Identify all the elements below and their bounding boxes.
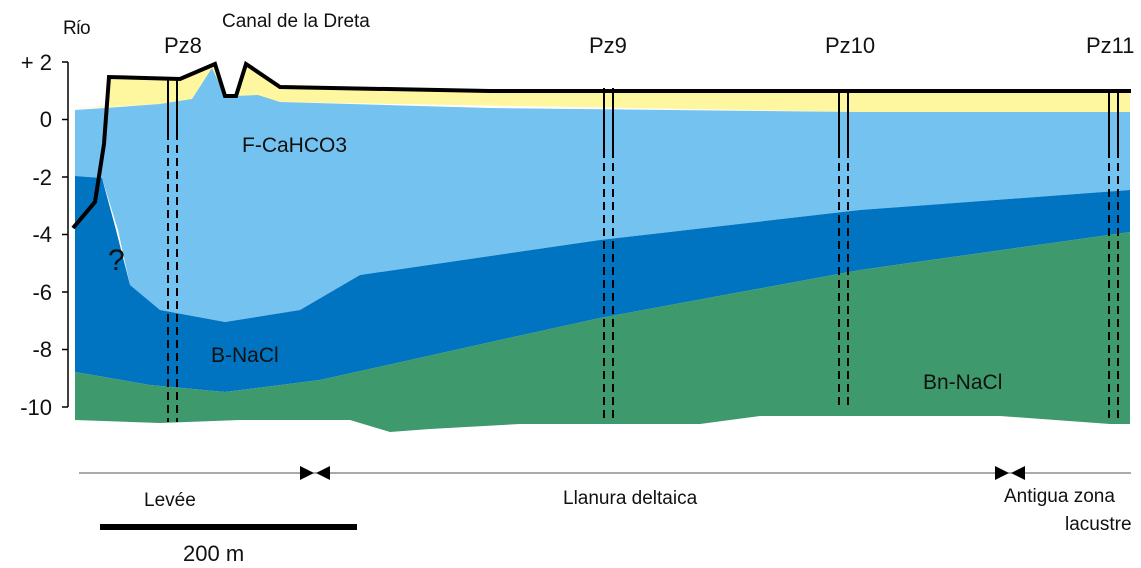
- well-label-pz11: Pz11: [1086, 33, 1135, 58]
- layer-b-nacl: [75, 176, 1130, 392]
- y-tick-label: 0: [40, 107, 52, 132]
- well-label-pz8: Pz8: [164, 33, 202, 58]
- y-tick-label: -2: [32, 165, 52, 190]
- y-tick-label: -10: [20, 395, 52, 420]
- y-tick-label: + 2: [21, 50, 52, 75]
- layer-f-cahco3: [75, 68, 1130, 322]
- unit-label-b-nacl: B-NaCl: [211, 344, 279, 367]
- y-tick-label: -8: [32, 337, 52, 362]
- layer-bn-nacl: [75, 232, 1130, 432]
- zone-label-levee: Levée: [144, 490, 196, 511]
- unit-label-unknown: ?: [108, 244, 125, 277]
- zone-label-deltaic-plain: Llanura deltaica: [563, 488, 698, 509]
- y-axis: + 2 0 -2 -4 -6 -8 -10: [20, 50, 69, 420]
- y-tick-label: -6: [32, 280, 52, 305]
- layer-top-fill: [73, 64, 1130, 112]
- scale-bar-label: 200 m: [183, 541, 244, 566]
- river-label: Río: [63, 18, 90, 39]
- y-tick-label: -4: [32, 222, 52, 247]
- zone-divider-marker: [995, 466, 1025, 480]
- well-label-pz9: Pz9: [589, 33, 627, 58]
- ground-surface-line: [71, 60, 1131, 230]
- wells: [167, 78, 1119, 422]
- canal-label: Canal de la Dreta: [222, 11, 370, 32]
- well-label-pz10: Pz10: [825, 33, 875, 58]
- zone-divider-marker: [300, 466, 330, 480]
- unit-label-f-cahco3: F-CaHCO3: [242, 134, 347, 157]
- zone-label-lacustrine-1: Antigua zona: [1004, 486, 1115, 507]
- scale-bar: [100, 524, 357, 530]
- unit-label-bn-nacl: Bn-NaCl: [923, 371, 1002, 394]
- zone-label-lacustrine-2: lacustre: [1065, 514, 1132, 535]
- zone-bar: [79, 466, 1131, 480]
- layers: [73, 64, 1130, 432]
